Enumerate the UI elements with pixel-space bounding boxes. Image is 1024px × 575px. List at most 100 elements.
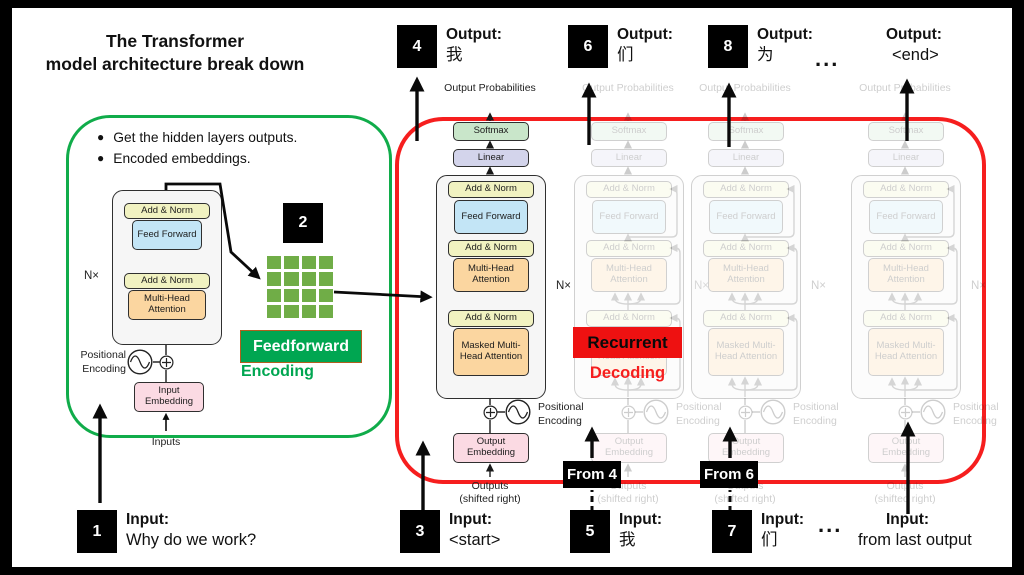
- io-value: 为: [757, 46, 774, 64]
- recurrent-chip: Recurrent: [573, 327, 682, 358]
- io-text: Input: from last output: [858, 510, 972, 552]
- inputs-label: Inputs: [151, 436, 181, 448]
- add-norm-box: Add & Norm: [448, 310, 534, 327]
- io-text: Output: 为: [757, 25, 813, 68]
- io-number-badge: 5: [570, 510, 610, 553]
- output-embedding-box: Output Embedding: [708, 433, 784, 463]
- masked-multi-head-attention-box: Masked Multi-Head Attention: [453, 328, 529, 376]
- add-norm-box: Add & Norm: [586, 181, 672, 198]
- io-text: Output: 们: [617, 25, 673, 68]
- bullet-icon: ●: [97, 130, 105, 144]
- add-norm-box: Add & Norm: [124, 273, 210, 289]
- feed-forward-box: Feed Forward: [454, 200, 528, 234]
- step-number: 2: [298, 214, 308, 231]
- io-item: 6 Output: 们: [568, 25, 673, 68]
- bullet-item: ●Encoded embeddings.: [97, 148, 372, 169]
- output-embedding-box: Output Embedding: [868, 433, 944, 463]
- bullet-text: Get the hidden layers outputs.: [113, 130, 298, 145]
- add-norm-box: Add & Norm: [703, 310, 789, 327]
- output-probabilities-label: Output Probabilities: [444, 82, 536, 94]
- top-ellipsis: ...: [815, 46, 840, 71]
- feed-forward-box: Feed Forward: [592, 200, 666, 234]
- io-label: Input:: [886, 511, 930, 528]
- feedforward-encoding-panel: [66, 115, 392, 438]
- add-icon: [738, 405, 753, 420]
- input-embedding-box: Input Embedding: [134, 382, 204, 412]
- linear-box: Linear: [708, 149, 784, 167]
- softmax-box: Softmax: [453, 122, 529, 141]
- output-embedding-box: Output Embedding: [591, 433, 667, 463]
- nx-label: N×: [811, 280, 827, 292]
- nx-label: N×: [694, 280, 709, 292]
- io-label: Input:: [449, 511, 493, 528]
- embedding-grid: [267, 256, 333, 318]
- add-norm-box: Add & Norm: [863, 240, 949, 257]
- io-item: 7 Input: 们: [712, 510, 804, 553]
- io-value: 们: [617, 46, 634, 64]
- io-number: 7: [727, 522, 737, 540]
- linear-box: Linear: [591, 149, 667, 167]
- arrow-grid-to-decoder: [333, 290, 433, 303]
- positional-encoding-icon: [643, 399, 669, 425]
- io-label: Input:: [126, 511, 170, 528]
- masked-multi-head-attention-box: Masked Multi-Head Attention: [868, 328, 944, 376]
- outputs-line2: (shifted right): [459, 493, 521, 505]
- add-norm-box: Add & Norm: [703, 240, 789, 257]
- linear-box: Linear: [453, 149, 529, 167]
- decoding-label: Decoding: [589, 364, 666, 382]
- outputs-line2: (shifted right): [874, 493, 936, 505]
- encoding-label: Encoding: [241, 363, 314, 380]
- io-number-badge: 7: [712, 510, 752, 553]
- masked-multi-head-attention-box: Masked Multi-Head Attention: [708, 328, 784, 376]
- io-number: 6: [583, 37, 593, 55]
- add-icon: [621, 405, 636, 420]
- io-text: Input: Why do we work?: [126, 510, 256, 553]
- io-label: Output:: [617, 26, 673, 43]
- io-item: 1 Input: Why do we work?: [77, 510, 256, 553]
- positional-encoding-label: Positional Encoding: [676, 401, 722, 427]
- outputs-line1: Outputs: [886, 480, 924, 492]
- io-number: 5: [585, 522, 595, 540]
- add-norm-box: Add & Norm: [586, 240, 672, 257]
- from-6-chip: From 6: [700, 461, 758, 488]
- add-icon: [483, 405, 498, 420]
- io-value: 们: [761, 531, 778, 549]
- io-item: 8 Output: 为: [708, 25, 813, 68]
- recurrent-decoding-panel: [395, 117, 986, 484]
- positional-encoding-label: Positional Encoding: [80, 349, 126, 375]
- io-item: Input: from last output: [858, 510, 972, 552]
- multi-head-attention-box: Multi-Head Attention: [128, 290, 206, 320]
- multi-head-attention-box: Multi-Head Attention: [708, 258, 784, 292]
- io-number-badge: 1: [77, 510, 117, 553]
- io-number-badge: 3: [400, 510, 440, 553]
- io-text: Input: 们: [761, 510, 804, 553]
- add-norm-box: Add & Norm: [703, 181, 789, 198]
- feedforward-chip: Feedforward: [240, 330, 362, 363]
- io-value: from last output: [858, 531, 972, 549]
- dashed-arrows: [590, 490, 732, 512]
- io-label: Output:: [757, 26, 813, 43]
- from-4-chip: From 4: [563, 461, 621, 488]
- positional-encoding-label: Positional Encoding: [953, 401, 999, 427]
- bullet-text: Encoded embeddings.: [113, 151, 251, 166]
- add-norm-box: Add & Norm: [124, 203, 210, 219]
- positional-encoding-label: Positional Encoding: [538, 401, 584, 427]
- multi-head-attention-box: Multi-Head Attention: [453, 258, 529, 292]
- multi-head-attention-box: Multi-Head Attention: [868, 258, 944, 292]
- arrow-encoder-to-grid: [164, 182, 261, 280]
- softmax-box: Softmax: [708, 122, 784, 141]
- feed-forward-box: Feed Forward: [869, 200, 943, 234]
- multi-head-attention-box: Multi-Head Attention: [591, 258, 667, 292]
- step-badge: 2: [283, 203, 323, 243]
- output-embedding-box: Output Embedding: [453, 433, 529, 463]
- io-item: Output: <end>: [886, 25, 942, 67]
- flow-arrows: [92, 76, 916, 514]
- add-icon: [159, 355, 174, 370]
- nx-label: N×: [84, 270, 100, 282]
- io-value: 我: [446, 46, 463, 64]
- bottom-ellipsis: ...: [818, 512, 843, 537]
- io-label: Input:: [619, 511, 663, 528]
- io-text: Input: <start>: [449, 510, 500, 553]
- outputs-line1: Outputs: [471, 480, 509, 492]
